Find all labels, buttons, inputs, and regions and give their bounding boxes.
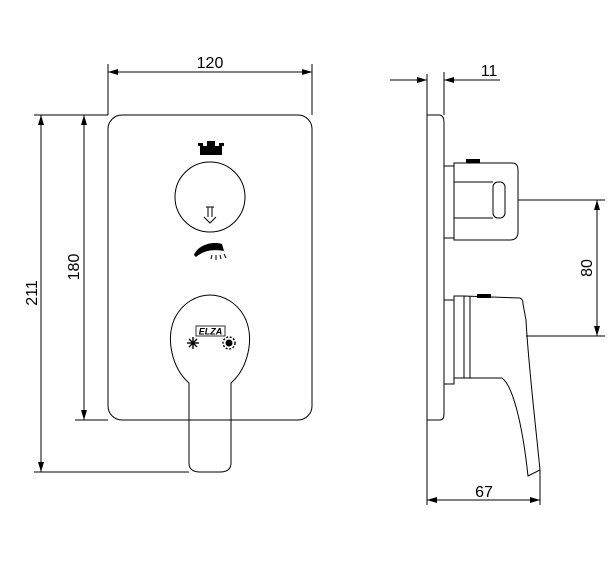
dimension-front-width: 120	[107, 55, 313, 115]
dimension-front-total-height: 211	[24, 114, 189, 473]
mixer-lever	[170, 294, 250, 473]
dimension-label-depth: 67	[475, 484, 493, 501]
dimension-side-spacing: 80	[518, 199, 605, 337]
dimension-front-inner-height: 180	[66, 114, 108, 421]
brand-logo-text: ELZA	[199, 327, 223, 337]
diverter-knob-side	[443, 159, 519, 241]
dimension-label-width: 120	[197, 55, 224, 72]
diverter-knob	[174, 161, 246, 233]
down-arrow-icon	[203, 206, 217, 224]
hand-shower-icon	[194, 243, 227, 260]
dimension-label-thickness: 11	[481, 63, 498, 80]
dimension-label-inner-height: 180	[66, 254, 83, 281]
front-view: ELZA 120 180	[24, 55, 313, 473]
mixer-lever-side	[443, 294, 541, 477]
dimension-side-thickness: 11	[390, 63, 500, 115]
brand-logo: ELZA	[195, 325, 226, 337]
cover-plate	[107, 114, 313, 421]
side-view: 11 80 67	[390, 63, 605, 505]
snowflake-icon	[187, 337, 199, 349]
sun-icon	[222, 336, 236, 350]
dimension-label-total-height: 211	[24, 280, 41, 306]
cover-plate-profile	[427, 114, 445, 421]
dimension-side-depth: 67	[427, 470, 541, 505]
shower-head-icon	[198, 141, 224, 155]
dimension-label-spacing: 80	[579, 259, 596, 277]
